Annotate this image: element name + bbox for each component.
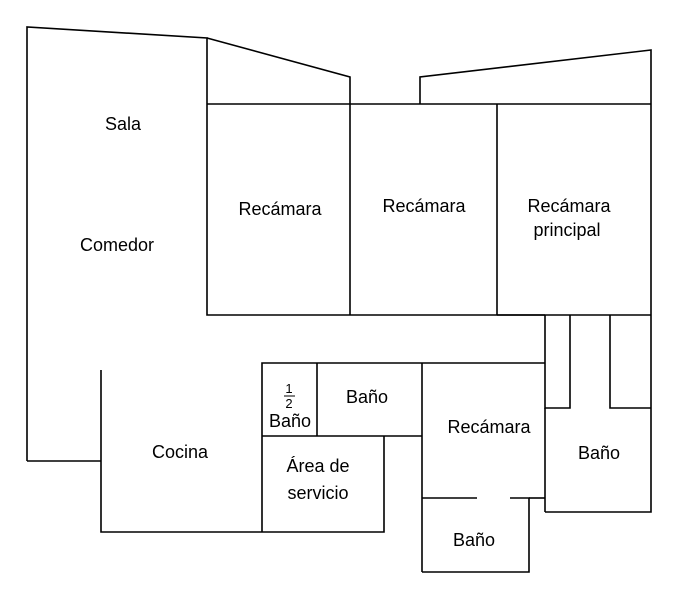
room-label-bano-centro: Baño: [346, 387, 388, 407]
room-label-recamara-3: Recámara: [447, 417, 531, 437]
room-label-recamara-2: Recámara: [382, 196, 466, 216]
wall-terrace-right: [419, 49, 652, 513]
room-label-half-bath: Baño: [269, 411, 311, 431]
room-label-recamara-principal-sub: principal: [533, 220, 600, 240]
wall-terrace-left: [206, 37, 351, 104]
room-label-cocina: Cocina: [152, 442, 209, 462]
room-label-area-servicio-sub: servicio: [287, 483, 348, 503]
room-label-comedor: Comedor: [80, 235, 154, 255]
room-label-bano-inferior: Baño: [453, 530, 495, 550]
half-bath-denominator: 2: [285, 396, 292, 411]
room-label-recamara-1: Recámara: [238, 199, 322, 219]
half-bath-numerator: 1: [285, 381, 292, 396]
wall-closet-right: [609, 315, 651, 409]
room-label-area-servicio: Área de: [286, 456, 349, 476]
wall-bath-bottom: [422, 497, 530, 573]
room-label-bano-derecha: Baño: [578, 443, 620, 463]
room-label-recamara-principal: Recámara: [527, 196, 611, 216]
wall-closet-left: [544, 315, 571, 409]
wall-kitchen-outer: [100, 370, 385, 533]
room-label-sala: Sala: [105, 114, 142, 134]
wall-service-block: [261, 362, 545, 532]
walls: [26, 26, 652, 573]
